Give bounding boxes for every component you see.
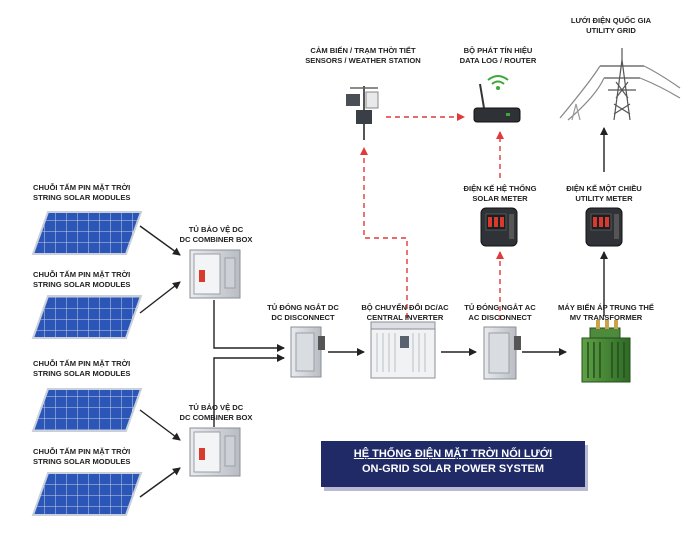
signal-lines — [360, 113, 504, 320]
dc-combiner-box-bottom — [189, 427, 241, 477]
title-vn: HỆ THỐNG ĐIỆN MẶT TRỜI NỐI LƯỚI — [353, 448, 553, 460]
system-title-banner: HỆ THỐNG ĐIỆN MẶT TRỜI NỐI LƯỚI ON-GRID … — [321, 441, 585, 487]
power-lines-combiners — [213, 300, 285, 427]
solar-panel-string-2 — [31, 295, 143, 339]
data-log-router — [473, 75, 521, 123]
ac-disconnect-switch — [483, 326, 521, 380]
utility-grid-tower — [559, 48, 681, 121]
central-inverter — [370, 321, 436, 379]
mv-transformer — [581, 320, 631, 383]
title-en: ON-GRID SOLAR POWER SYSTEM — [361, 463, 545, 475]
dc-combiner-box-top — [189, 249, 241, 299]
dc-disconnect-switch — [290, 326, 325, 378]
solar-panel-string-3 — [31, 388, 143, 432]
weather-station — [346, 86, 379, 140]
power-arrows-panels — [139, 225, 181, 498]
solar-panel-string-1 — [31, 211, 143, 255]
solar-meter — [480, 207, 518, 247]
solar-panel-string-4 — [31, 472, 143, 516]
utility-meter — [585, 207, 623, 247]
